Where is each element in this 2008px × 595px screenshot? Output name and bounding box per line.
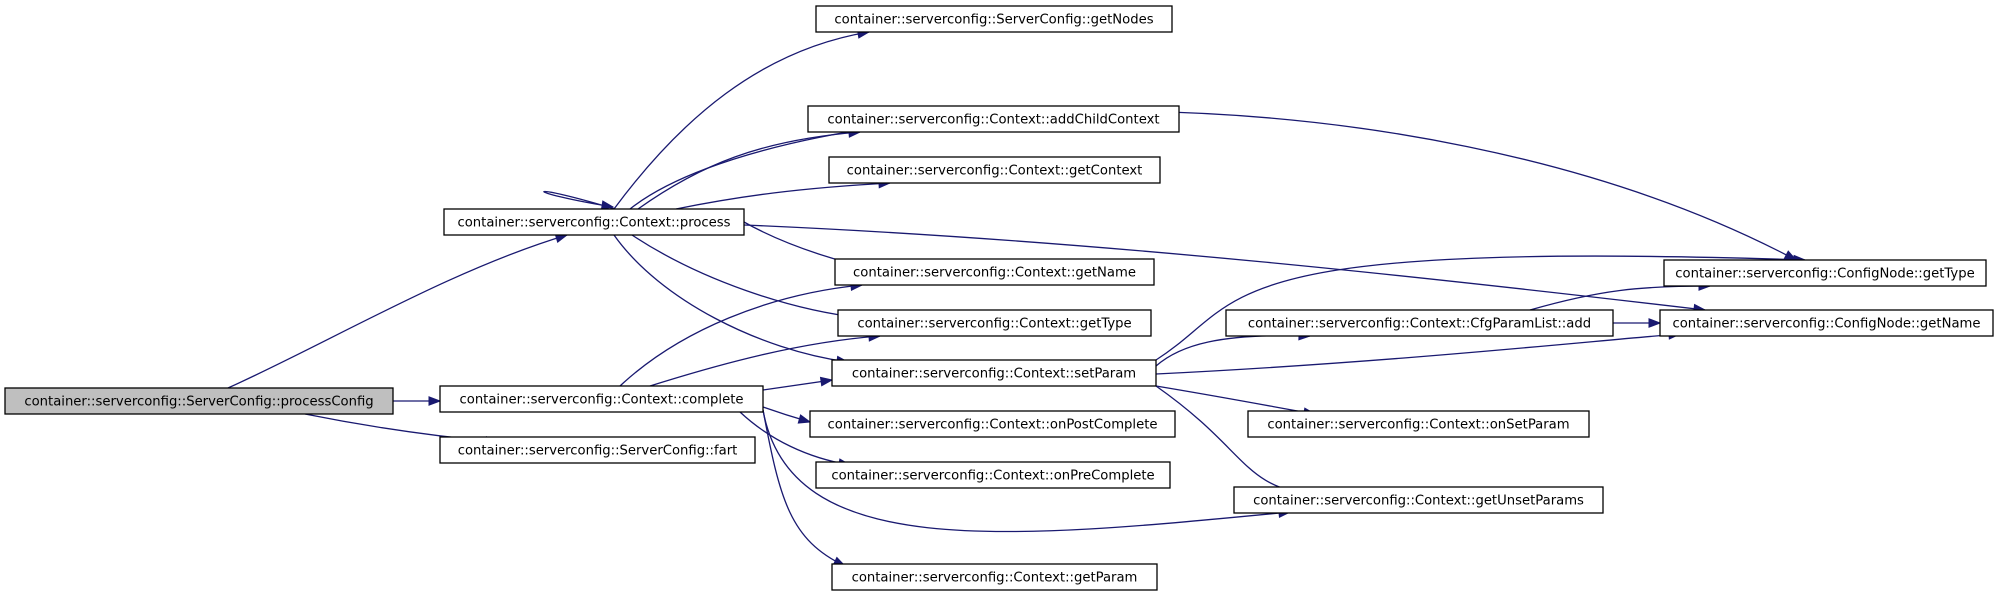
node-setParam[interactable]: container::serverconfig::Context::setPar…	[831, 359, 1157, 387]
node-box[interactable]	[1233, 486, 1604, 514]
node-process[interactable]: container::serverconfig::Context::proces…	[443, 208, 745, 236]
call-graph-nodes: container::serverconfig::ServerConfig::p…	[4, 5, 1994, 591]
node-onSetParam[interactable]: container::serverconfig::Context::onSetP…	[1247, 410, 1590, 438]
node-box[interactable]	[815, 5, 1173, 33]
edge-line	[1155, 334, 1311, 367]
node-box[interactable]	[831, 563, 1158, 591]
node-box[interactable]	[831, 359, 1157, 387]
edge-line	[631, 234, 863, 319]
edge-line	[762, 409, 846, 567]
node-box[interactable]	[837, 309, 1152, 337]
node-label: container::serverconfig::Context::onSetP…	[1267, 418, 1569, 433]
edge-line	[1155, 385, 1319, 497]
node-label: container::serverconfig::Context::getPar…	[852, 571, 1138, 586]
node-box[interactable]	[809, 410, 1176, 438]
edge-processConfig-to-complete	[393, 396, 442, 406]
node-label: container::serverconfig::ConfigNode::get…	[1672, 317, 1980, 332]
edge-complete-to-setParam	[762, 376, 834, 391]
node-cnGetType[interactable]: container::serverconfig::ConfigNode::get…	[1663, 259, 1987, 287]
node-cfgAdd[interactable]: container::serverconfig::Context::CfgPar…	[1225, 309, 1614, 337]
edge-process-to-getContext	[675, 178, 892, 210]
edge-arrowhead	[1648, 318, 1662, 328]
node-label: container::serverconfig::ServerConfig::f…	[458, 444, 738, 459]
edge-line	[637, 131, 861, 210]
node-label: container::serverconfig::Context::getUns…	[1253, 494, 1584, 509]
edge-line	[1155, 333, 1681, 375]
node-label: container::serverconfig::ConfigNode::get…	[1675, 267, 1974, 282]
node-getType[interactable]: container::serverconfig::Context::getTyp…	[837, 309, 1152, 337]
edge-process-to-getType	[631, 234, 864, 322]
edge-processConfig-to-process	[227, 233, 569, 389]
node-box[interactable]	[828, 156, 1161, 184]
node-getContext[interactable]: container::serverconfig::Context::getCon…	[828, 156, 1161, 184]
node-onPreComplete[interactable]: container::serverconfig::Context::onPreC…	[815, 461, 1171, 489]
node-box[interactable]	[439, 385, 764, 413]
edge-arrowhead	[819, 376, 834, 387]
edge-arrowhead	[600, 200, 615, 211]
node-box[interactable]	[439, 436, 756, 464]
node-processConfig[interactable]: container::serverconfig::ServerConfig::p…	[4, 387, 394, 415]
node-label: container::serverconfig::ServerConfig::p…	[24, 395, 373, 410]
edge-arrowhead	[797, 414, 812, 424]
edge-setParam-to-cnGetName	[1155, 329, 1682, 375]
node-getName[interactable]: container::serverconfig::Context::getNam…	[834, 258, 1155, 286]
node-addChildContext[interactable]: container::serverconfig::Context::addChi…	[807, 105, 1180, 133]
node-label: container::serverconfig::Context::getCon…	[847, 164, 1143, 179]
node-box[interactable]	[807, 105, 1180, 133]
node-label: container::serverconfig::ServerConfig::g…	[834, 13, 1153, 28]
edge-line	[613, 234, 849, 363]
node-box[interactable]	[443, 208, 745, 236]
edge-line	[649, 335, 881, 387]
node-onPostComplete[interactable]: container::serverconfig::Context::onPost…	[809, 410, 1176, 438]
node-box[interactable]	[815, 461, 1171, 489]
node-getUnsetParams[interactable]: container::serverconfig::Context::getUns…	[1233, 486, 1604, 514]
edge-process-to-cnGetType	[629, 110, 1798, 261]
node-label: container::serverconfig::Context::comple…	[460, 393, 744, 408]
node-label: container::serverconfig::Context::proces…	[457, 216, 730, 231]
node-box[interactable]	[1663, 259, 1987, 287]
edge-line	[1529, 285, 1711, 311]
edge-setParam-to-getUnsetParams	[1155, 385, 1320, 500]
node-box[interactable]	[834, 258, 1155, 286]
node-box[interactable]	[4, 387, 394, 415]
edge-line	[619, 284, 863, 387]
edge-arrowhead	[428, 396, 442, 406]
edge-complete-to-onPostComplete	[762, 406, 812, 424]
node-complete[interactable]: container::serverconfig::Context::comple…	[439, 385, 764, 413]
node-getParam[interactable]: container::serverconfig::Context::getPar…	[831, 563, 1158, 591]
node-label: container::serverconfig::Context::CfgPar…	[1248, 317, 1591, 332]
edge-process-to-setParam	[613, 234, 850, 366]
node-label: container::serverconfig::Context::addChi…	[827, 113, 1159, 128]
node-fart[interactable]: container::serverconfig::ServerConfig::f…	[439, 436, 756, 464]
node-box[interactable]	[1247, 410, 1590, 438]
node-box[interactable]	[1225, 309, 1614, 337]
edge-line	[1155, 255, 1806, 361]
node-label: container::serverconfig::Context::getNam…	[853, 266, 1136, 281]
edge-process-to-process	[543, 190, 619, 211]
node-label: container::serverconfig::Context::getTyp…	[857, 317, 1131, 332]
edge-cfgAdd-to-cnGetName	[1613, 318, 1662, 328]
edge-line	[227, 234, 568, 389]
node-label: container::serverconfig::Context::onPreC…	[831, 469, 1154, 484]
edge-line	[1155, 385, 1316, 415]
node-getNodes[interactable]: container::serverconfig::ServerConfig::g…	[815, 5, 1173, 33]
node-label: container::serverconfig::Context::setPar…	[852, 367, 1136, 382]
edge-line	[675, 182, 891, 210]
edge-line	[613, 31, 870, 210]
edge-complete-to-getName	[619, 281, 864, 387]
edge-line	[762, 379, 833, 391]
node-label: container::serverconfig::Context::onPost…	[828, 418, 1158, 433]
edge-line	[543, 190, 619, 211]
edge-line	[762, 409, 1291, 533]
node-cnGetName[interactable]: container::serverconfig::ConfigNode::get…	[1659, 309, 1994, 337]
node-box[interactable]	[1659, 309, 1994, 337]
edge-line	[629, 110, 1797, 261]
